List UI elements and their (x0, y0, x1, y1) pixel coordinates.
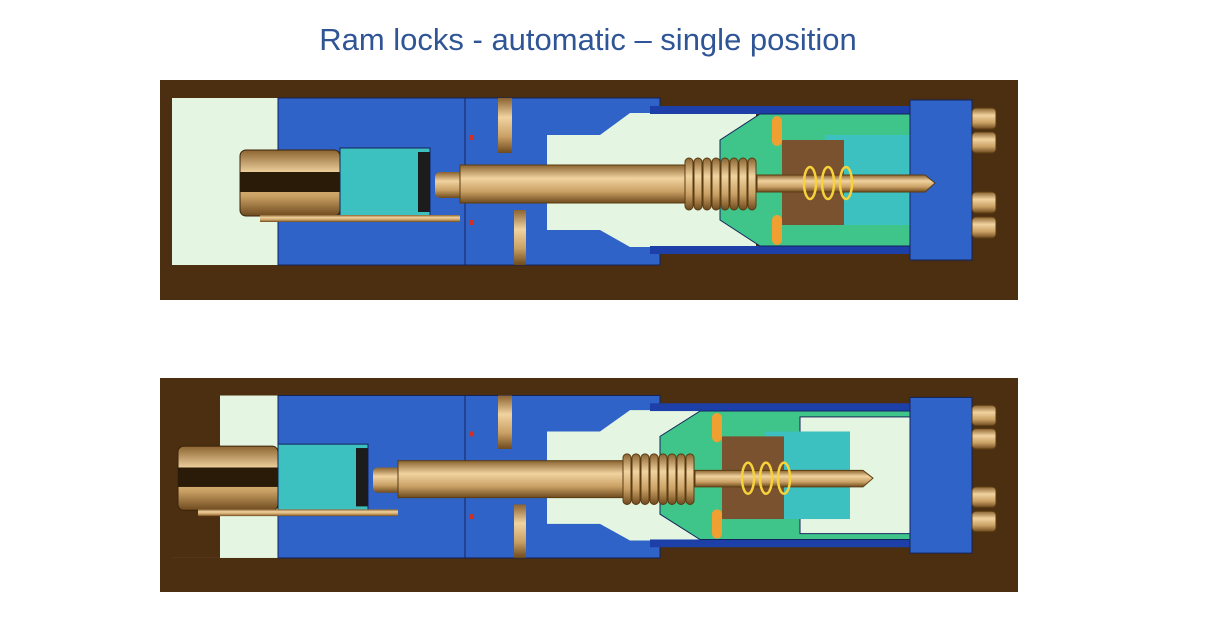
thread-ridge (649, 453, 659, 505)
bolt-head (971, 216, 997, 239)
seal-mark (469, 135, 474, 140)
thread-ridge (729, 157, 739, 211)
thread-ridge (711, 157, 721, 211)
seal-mark (469, 514, 474, 520)
seal-bottom (772, 215, 782, 245)
bolt-head (971, 404, 997, 427)
thread-ridge (720, 157, 730, 211)
spring-coil (838, 165, 854, 201)
thread-ridge (702, 157, 712, 211)
grease-fitting-top (498, 98, 512, 153)
thread-ridge (676, 453, 686, 505)
tail-rod (756, 174, 936, 193)
thread-ridge (738, 157, 748, 211)
thread-ridge (685, 453, 695, 505)
rod-end (435, 172, 465, 198)
spring-coil (820, 165, 836, 201)
spring-coil (758, 461, 774, 495)
locking-rod (397, 460, 624, 499)
cylinder-wall-top (650, 403, 915, 412)
thread-ridge (622, 453, 632, 505)
cylinder-wall-bottom (650, 246, 915, 254)
thread-ridge (747, 157, 757, 211)
ram-packing (240, 172, 340, 192)
lever-bar (198, 509, 398, 517)
seal-mark (469, 431, 474, 437)
cylinder-wall-bottom (650, 539, 915, 548)
locking-rod (459, 164, 686, 204)
rod-end (373, 467, 403, 493)
lever-bar (260, 215, 460, 222)
grease-fitting-top (498, 395, 512, 450)
cylinder-wall-top (650, 106, 915, 114)
bolt-head (971, 191, 997, 214)
thread-ridge (658, 453, 668, 505)
bolt-head (971, 486, 997, 508)
slide-title: Ram locks - automatic – single position (319, 22, 857, 57)
bolt-head (971, 131, 997, 154)
spring-coil (776, 461, 792, 495)
ram-lock-cross-section (160, 378, 1018, 592)
seal-bottom (712, 509, 722, 539)
thread-ridge (667, 453, 677, 505)
grease-fitting-bottom (514, 210, 526, 265)
bolt-head (971, 428, 997, 450)
ram-lock-diagram-locked (160, 378, 1018, 592)
cylinder-head (909, 396, 973, 554)
rod-coupling (418, 152, 430, 212)
seal-mark (469, 220, 474, 225)
spring-coil (802, 165, 818, 201)
tail-rod-head (277, 443, 369, 511)
ram-packing (178, 467, 278, 487)
thread-ridge (640, 453, 650, 505)
thread-ridge (684, 157, 694, 211)
seal-top (772, 116, 782, 146)
seal-top (712, 413, 722, 443)
ram-lock-cross-section (160, 80, 1018, 300)
thread-ridge (631, 453, 641, 505)
tail-rod (694, 469, 874, 488)
rod-coupling (356, 448, 368, 507)
grease-fitting-bottom (514, 504, 526, 558)
ram-lock-diagram-unlocked (160, 80, 1018, 300)
thread-ridge (693, 157, 703, 211)
tail-rod-head (339, 147, 431, 217)
bolt-head (971, 107, 997, 130)
bolt-head (971, 510, 997, 533)
spring-coil (740, 461, 756, 495)
